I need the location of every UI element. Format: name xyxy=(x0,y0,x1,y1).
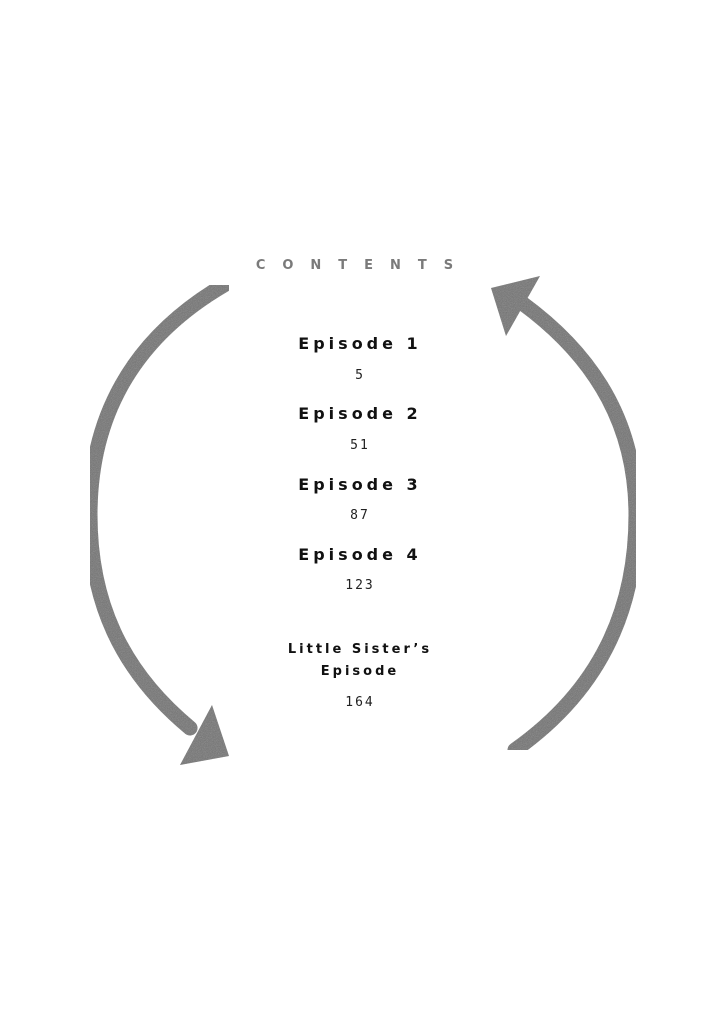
little-sister-episode-title-line2[interactable]: Episode xyxy=(320,664,400,679)
episode-4-title[interactable]: Episode 4 xyxy=(298,545,422,564)
episode-2-page: 51 xyxy=(350,438,370,453)
episode-1-page: 5 xyxy=(355,368,365,383)
contents-heading: CONTENTS xyxy=(255,258,471,273)
curved-arrow-down-icon xyxy=(82,277,232,765)
episode-1-title[interactable]: Episode 1 xyxy=(298,334,422,353)
curved-arrow-up-icon xyxy=(491,276,644,758)
episode-3-page: 87 xyxy=(350,508,370,523)
little-sister-episode-title-line1[interactable]: Little Sister’s xyxy=(287,642,433,657)
little-sister-episode-page: 164 xyxy=(345,695,375,710)
episode-3-title[interactable]: Episode 3 xyxy=(298,475,422,494)
episode-4-page: 123 xyxy=(345,578,375,593)
episode-2-title[interactable]: Episode 2 xyxy=(298,404,422,423)
